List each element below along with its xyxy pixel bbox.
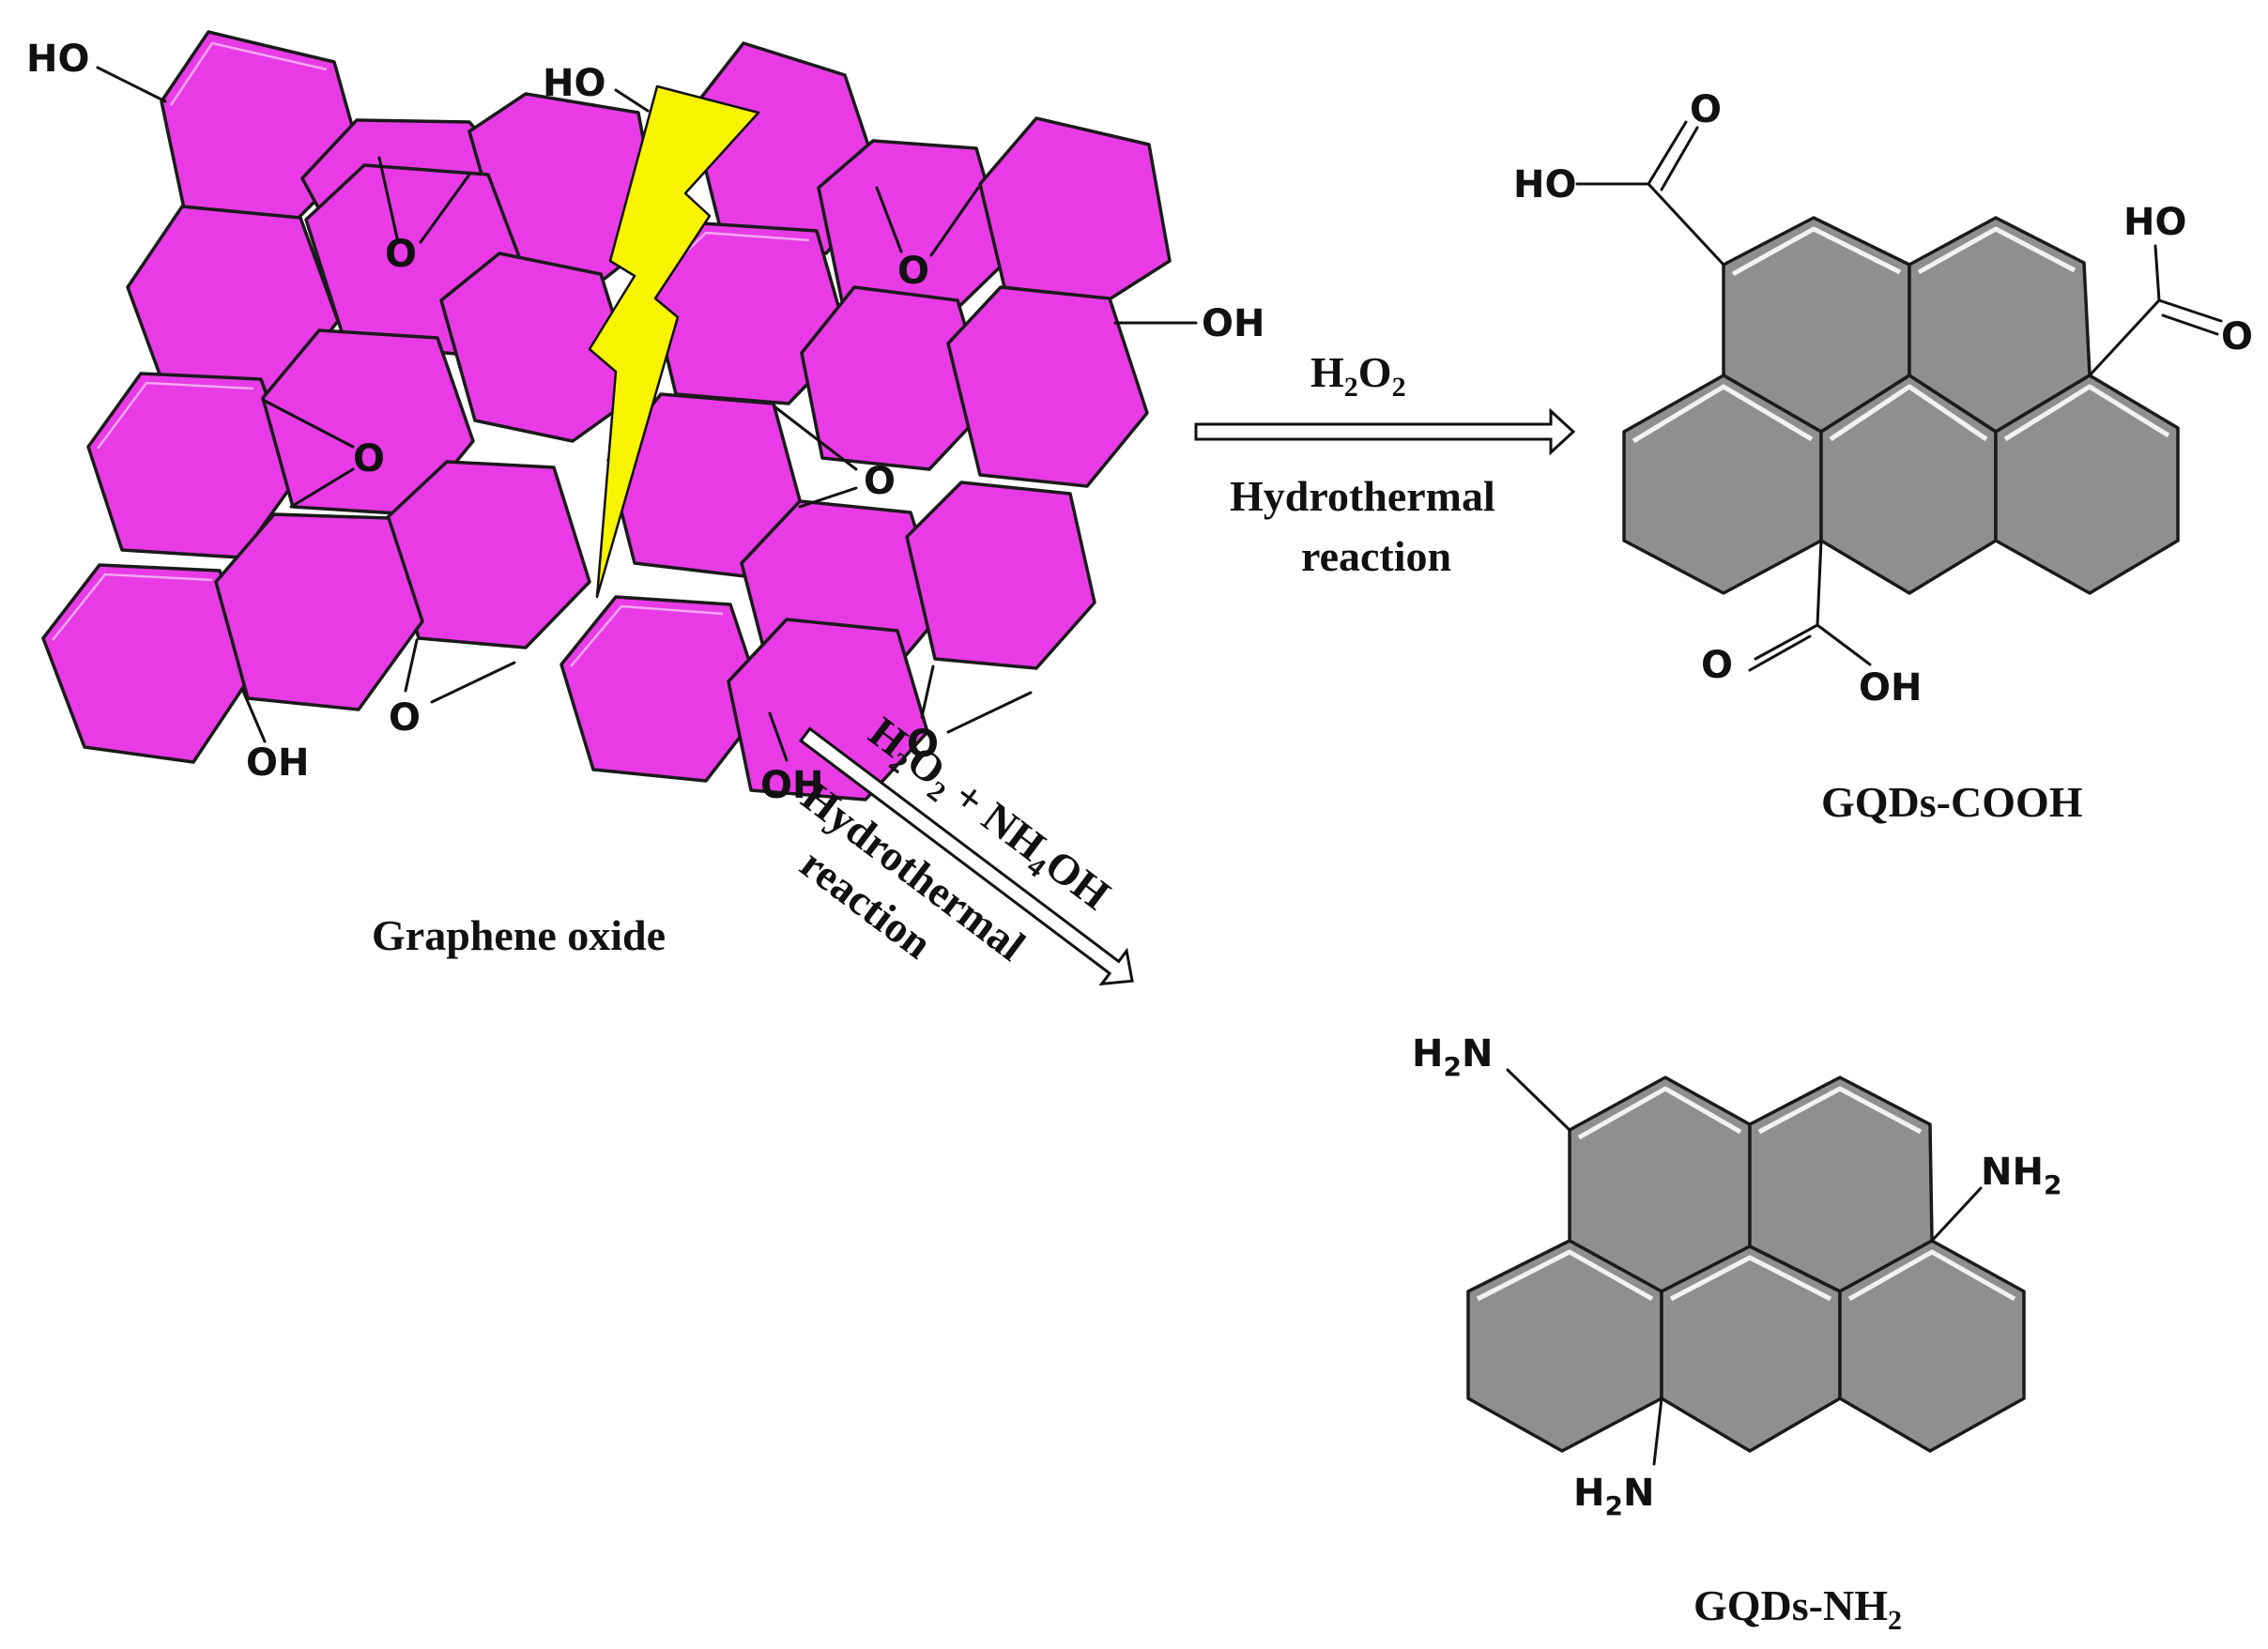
epoxide-oxygen-label: O — [389, 696, 421, 740]
bond — [2153, 244, 2161, 302]
go-highlight — [169, 41, 328, 106]
reaction-arrow-diagonal — [798, 726, 1134, 986]
bond — [404, 638, 419, 693]
gqd-highlight — [2003, 384, 2170, 442]
carbonyl-oxygen-label: O — [1701, 644, 1733, 687]
gqd-hex — [1660, 1244, 1842, 1453]
bond — [774, 405, 858, 471]
go-hex — [727, 618, 929, 802]
gqd-highlight — [1577, 1086, 1742, 1140]
bond — [1660, 126, 1699, 191]
bond — [920, 664, 935, 719]
go-functional-groups: HO HO O O OH O O OH O OH O — [26, 38, 1264, 807]
hydroxyl-label: OH — [1859, 666, 1922, 710]
bond — [240, 687, 267, 743]
amine-label: NH2 — [1981, 1151, 2061, 1200]
hydroxyl-label: HO — [2123, 201, 2186, 244]
bond — [929, 186, 980, 257]
bond — [1816, 623, 1872, 666]
reagent-h2o2: H2O2 — [1310, 348, 1406, 403]
hydroxyl-label: OH — [760, 764, 823, 807]
bond — [1816, 539, 1823, 627]
bond — [2157, 298, 2223, 323]
bond — [419, 173, 471, 244]
carbonyl-oxygen-label: O — [2221, 315, 2253, 359]
bond — [289, 467, 355, 509]
bond — [614, 88, 650, 113]
carbonyl-oxygen-label: O — [1690, 88, 1722, 131]
bond — [798, 486, 858, 509]
bond — [946, 691, 1033, 734]
lightning-bolt-icon — [588, 84, 760, 599]
bond — [1754, 623, 1819, 661]
epoxide-oxygen-label: O — [907, 723, 939, 766]
hydroxyl-label: HO — [543, 62, 605, 105]
hydroxyl-label: OH — [246, 741, 309, 785]
gqd-highlight — [1731, 226, 1902, 277]
gqd-highlight — [1476, 1249, 1654, 1302]
bond — [1647, 120, 1688, 186]
hydroxyl-label: HO — [26, 38, 89, 81]
amine-label: H2N — [1412, 1032, 1493, 1082]
gqd-highlight — [1829, 384, 1988, 442]
epoxide-oxygen-label: O — [897, 250, 929, 293]
go-hex — [385, 460, 591, 649]
bond — [1930, 1186, 1983, 1243]
bond — [2088, 298, 2161, 377]
go-hex — [214, 512, 424, 711]
bond — [1652, 1397, 1663, 1466]
bond — [1647, 182, 1725, 267]
reaction-arrow-right — [1194, 407, 1576, 456]
bond — [430, 661, 516, 704]
condition-line1: Hydrothermal — [1230, 472, 1495, 520]
go-highlight — [96, 381, 254, 450]
gqds-cooh-label: GQDs-COOH — [1821, 778, 2083, 826]
gqd-highlight — [1847, 1249, 2016, 1302]
graphene-oxide-label: Graphene oxide — [372, 911, 666, 959]
bond — [1506, 1068, 1571, 1132]
hydroxyl-label: HO — [1513, 163, 1576, 206]
go-hex — [978, 116, 1172, 302]
epoxide-oxygen-label: O — [353, 437, 385, 481]
reagent-h2o2-nh4oh: H2O2 + NH4OH — [856, 708, 1119, 924]
condition-line2: reaction — [1301, 532, 1451, 580]
amine-label: H2N — [1573, 1472, 1654, 1521]
hydroxyl-label: OH — [1202, 302, 1264, 345]
bond — [2161, 313, 2219, 336]
bond — [377, 156, 400, 244]
reaction-top: H2O2 Hydrothermal reaction — [1194, 348, 1576, 580]
gqds-nh2-label: GQDs-NH2 — [1693, 1581, 1902, 1636]
bond — [875, 186, 903, 253]
bond — [1748, 634, 1812, 672]
bond — [768, 711, 789, 762]
go-highlight — [52, 573, 213, 641]
gqd-highlight — [1632, 384, 1814, 444]
epoxide-oxygen-label: O — [864, 460, 896, 503]
go-highlight — [570, 604, 724, 667]
gqd-highlight — [1669, 1255, 1832, 1302]
graphene-oxide-sheet — [41, 30, 1172, 802]
bond — [261, 398, 355, 449]
gqd-highlight — [1917, 226, 2076, 275]
gqds-nh2-molecule: H2N NH2 H2N — [1412, 1032, 2061, 1521]
bond — [96, 66, 167, 103]
gqd-highlight — [1757, 1086, 1923, 1135]
gqds-cooh-molecule: O HO HO O O OH — [1513, 88, 2253, 710]
epoxide-oxygen-label: O — [385, 233, 417, 276]
go-hex — [946, 285, 1149, 488]
go-hex — [905, 481, 1096, 670]
